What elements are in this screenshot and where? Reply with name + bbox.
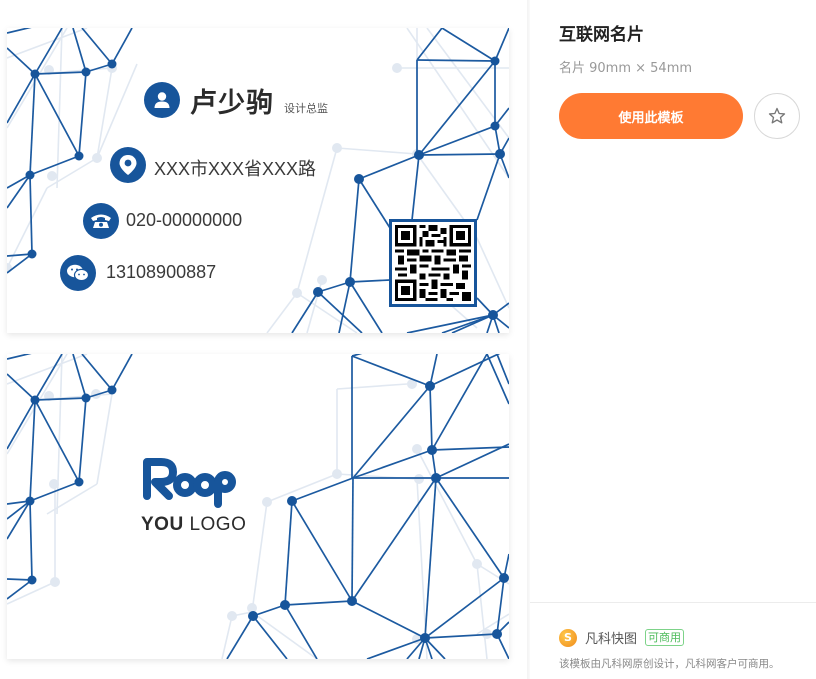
star-icon [768, 107, 786, 124]
copyright-note: 该模板由凡科网原创设计，凡科网客户可商用。 [559, 658, 780, 670]
network-background [7, 28, 509, 333]
card-wechat: 13108900887 [106, 262, 217, 282]
location-pin-icon [110, 147, 146, 183]
template-info-panel: 互联网名片 名片 90mm × 54mm 使用此模板 S 凡科快图 可商用 该模… [530, 0, 816, 679]
panel-divider [527, 0, 530, 679]
brand-name: 凡科快图 [585, 632, 638, 647]
wechat-icon [60, 255, 96, 291]
logo-text-bold: YOU [141, 514, 184, 535]
card-job-title: 设计总监 [284, 102, 328, 115]
business-card-front: 卢少驹 设计总监 XXX市XXX省XXX路 020-00000000 13108… [7, 28, 509, 333]
user-icon [144, 82, 180, 118]
network-background [7, 354, 509, 659]
card-phone: 020-00000000 [126, 210, 243, 230]
phone-icon [83, 203, 119, 239]
use-template-button[interactable]: 使用此模板 [559, 93, 743, 139]
template-title: 互联网名片 [559, 25, 644, 45]
brand-row: S 凡科快图 可商用 [559, 628, 685, 647]
card-address: XXX市XXX省XXX路 [154, 159, 317, 179]
template-size: 名片 90mm × 54mm [559, 61, 693, 76]
logo-mark [141, 452, 251, 516]
commercial-use-badge: 可商用 [645, 629, 685, 646]
business-card-back: YOU LOGO [7, 354, 509, 659]
card-holder-name: 卢少驹 [190, 88, 274, 119]
brand-logo-icon: S [559, 628, 577, 647]
favorite-button[interactable] [754, 93, 800, 139]
logo-text: YOU LOGO [141, 514, 246, 536]
footer-divider [530, 602, 816, 603]
qr-code [389, 219, 477, 307]
template-preview-area: 卢少驹 设计总监 XXX市XXX省XXX路 020-00000000 13108… [7, 28, 509, 659]
logo-text-light: LOGO [183, 514, 247, 535]
